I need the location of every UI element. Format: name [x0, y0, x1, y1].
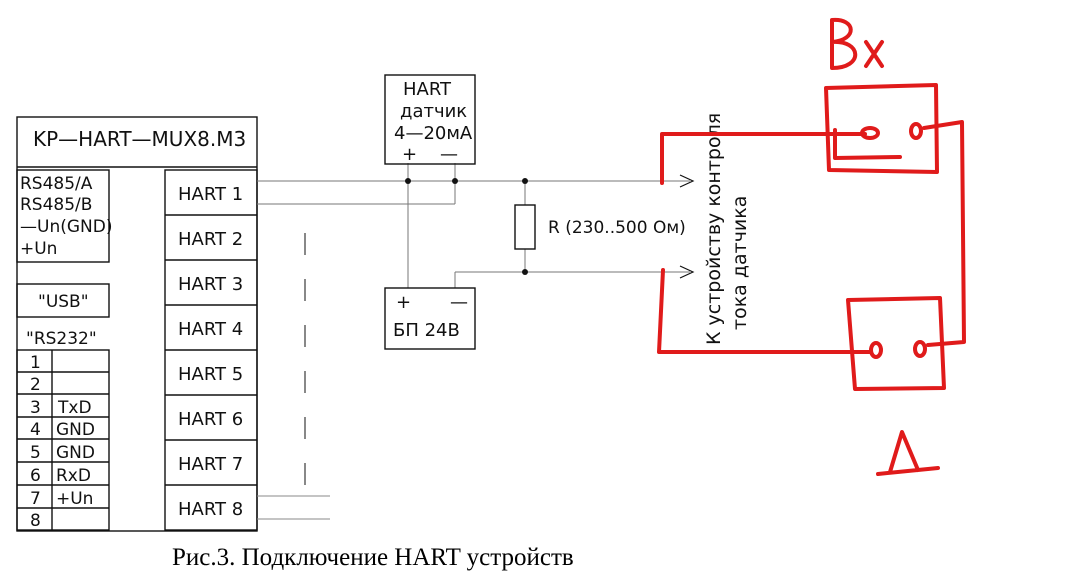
- sensor-plus: +: [402, 144, 417, 165]
- sensor-line-1: HART: [403, 79, 452, 100]
- signal-arrows: [679, 174, 695, 279]
- usb-box: [16, 283, 110, 318]
- handwritten-letter-x: [864, 40, 884, 68]
- handwritten-letter-d: [876, 430, 940, 476]
- psu-plus: +: [396, 292, 411, 313]
- arrow-right-icon: [679, 174, 695, 188]
- rs232-pin-number: 3: [30, 398, 41, 418]
- junction-dot: [522, 269, 528, 275]
- rs485-b-label: RS485/B: [20, 195, 92, 215]
- rs232-pin-number: 1: [30, 353, 41, 373]
- hart-sensor-box: [384, 74, 476, 165]
- psu-label: БП 24В: [393, 320, 460, 341]
- resistor-symbol: [514, 204, 536, 250]
- rs232-pin-signal: TxD: [57, 398, 92, 418]
- terminal-top-inner: [833, 128, 902, 160]
- handwritten-annotation: [657, 17, 966, 476]
- side-note-line-1: К устройству контроля: [703, 113, 725, 345]
- rs232-pin-signal: RxD: [56, 466, 91, 486]
- hart-port-label: HART 1: [178, 184, 243, 205]
- rs232-pin-number: 4: [30, 420, 41, 440]
- rs485-un-label: +Un: [20, 239, 57, 259]
- rs232-label: "RS232": [26, 329, 97, 349]
- sensor-line-3: 4—20мА: [394, 123, 473, 144]
- junction-dot: [452, 178, 458, 184]
- junction-dots: [405, 178, 528, 275]
- terminal-screw-icon: [869, 341, 883, 359]
- sensor-minus: —: [440, 144, 458, 165]
- rs232-pin-number: 5: [30, 443, 41, 463]
- terminal-screw-icon: [913, 340, 927, 358]
- rs232-table: [16, 349, 110, 531]
- red-wire-right: [922, 120, 966, 347]
- rs232-pin-number: 2: [30, 375, 41, 395]
- junction-dot: [405, 178, 411, 184]
- psu-box: [384, 287, 476, 350]
- figure-caption: Рис.3. Подключение HART устройств: [172, 544, 574, 571]
- rs485-box: [16, 169, 110, 263]
- rs232-pin-numbers: 1 2 3 4 5 6 7 8: [30, 353, 41, 531]
- rs232-pin-signal: GND: [56, 443, 95, 463]
- usb-label: "USB": [38, 292, 89, 312]
- hart-port-label: HART 4: [178, 319, 243, 340]
- terminal-screw-icon: [909, 122, 923, 140]
- handwritten-letter-b: [830, 17, 858, 70]
- rs485-a-label: RS485/A: [20, 174, 93, 194]
- rs485-gnd-label: —Un(GND): [20, 217, 112, 237]
- side-note-line-2: тока датчика: [729, 196, 751, 330]
- red-wire-bottom: [657, 268, 872, 354]
- hart-port-label: HART 3: [178, 274, 243, 295]
- arrow-right-icon: [679, 265, 695, 279]
- hart-port-label: HART 5: [178, 364, 243, 385]
- sensor-line-2: датчик: [400, 101, 467, 122]
- rs232-pin-number: 7: [30, 489, 41, 509]
- hart-port-label: HART 8: [178, 499, 243, 520]
- rs232-pin-signals: TxD GND GND RxD +Un: [56, 398, 95, 509]
- hart-port-label: HART 7: [178, 454, 243, 475]
- mux-title: KP—HART—MUX8.M3: [33, 127, 246, 151]
- rs232-pin-number: 6: [30, 466, 41, 486]
- psu-minus: —: [450, 292, 468, 313]
- rs232-pin-signal: GND: [56, 420, 95, 440]
- red-wire-top: [660, 132, 867, 185]
- hart1-wiring: [257, 163, 690, 288]
- rs232-pin-number: 8: [30, 511, 41, 531]
- resistor-label: R (230..500 Ом): [548, 218, 686, 238]
- hart8-leads: [257, 495, 330, 520]
- mux-device: [16, 116, 258, 532]
- junction-dot: [522, 178, 528, 184]
- hart-port-label: HART 6: [178, 409, 243, 430]
- terminal-block-top: [824, 83, 939, 174]
- hart-port-labels: HART 1 HART 2 HART 3 HART 4 HART 5 HART …: [178, 184, 243, 520]
- terminal-block-bottom: [846, 296, 946, 391]
- rs232-pin-signal: +Un: [56, 489, 93, 509]
- hart-port-label: HART 2: [178, 229, 243, 250]
